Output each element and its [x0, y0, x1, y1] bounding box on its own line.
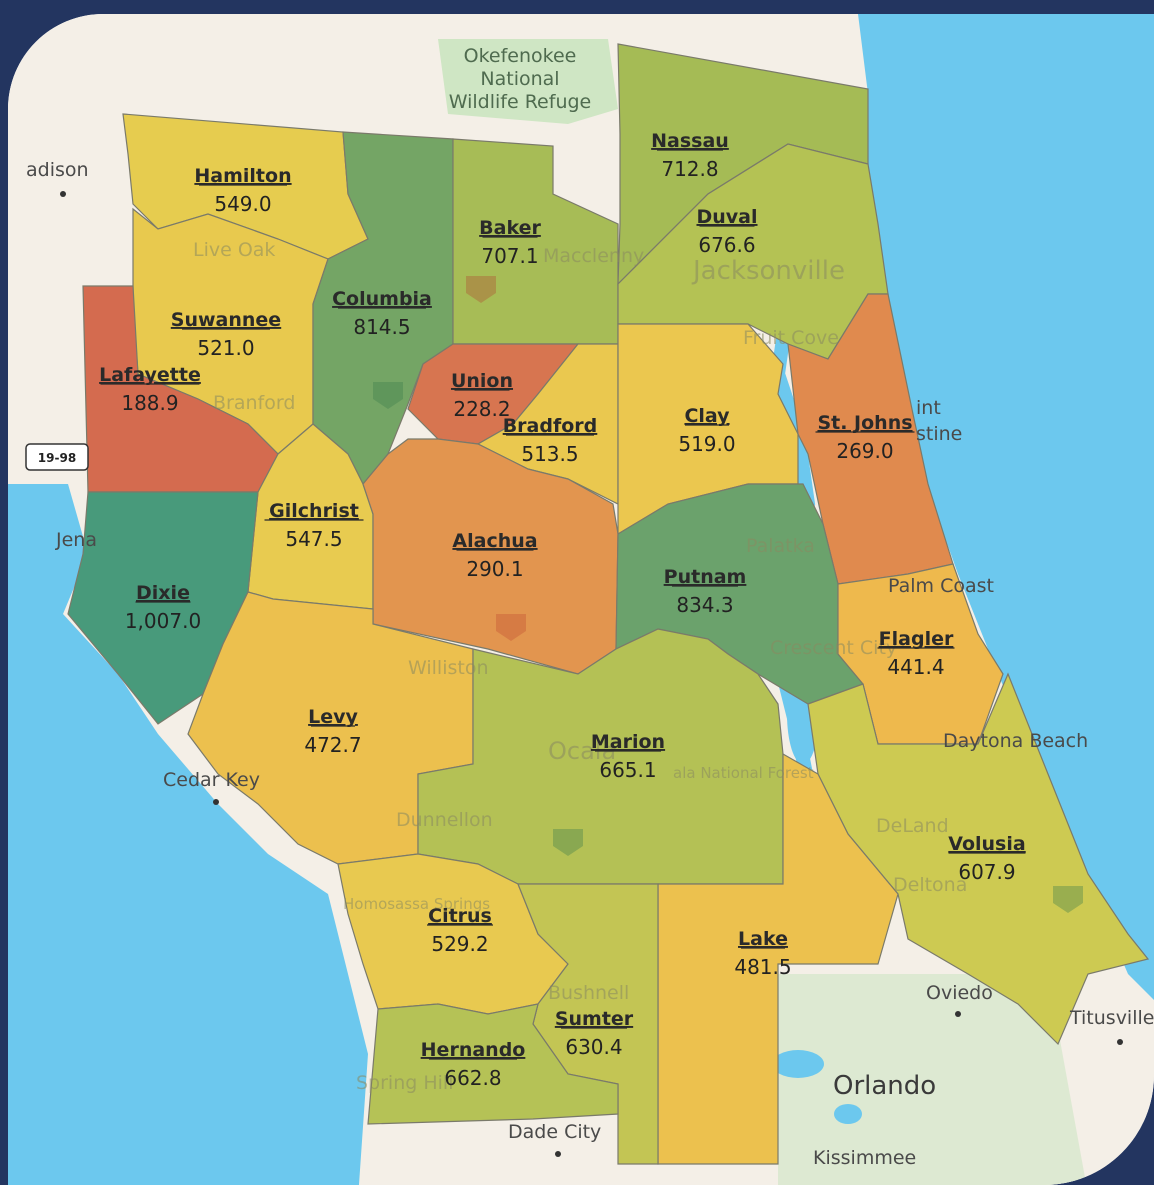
- county-name-lake[interactable]: Lake: [738, 928, 788, 950]
- gulf-west: [8, 484, 368, 1185]
- place-daytona: Daytona Beach: [943, 730, 1088, 752]
- county-value-stjohns: 269.0: [836, 439, 893, 463]
- place-bushnell: Bushnell: [548, 982, 629, 1004]
- highway-shield-19-98: 19-98: [25, 443, 89, 471]
- place-macclenny: Macclenny: [543, 245, 644, 267]
- dot-madison: [60, 191, 66, 197]
- place-deland: DeLand: [876, 815, 949, 837]
- place-dunnellon: Dunnellon: [396, 809, 493, 831]
- county-value-hamilton: 549.0: [214, 192, 271, 216]
- county-value-columbia: 814.5: [353, 315, 410, 339]
- county-value-lake: 481.5: [734, 955, 791, 979]
- county-name-gilchrist[interactable]: Gilchrist: [269, 500, 359, 522]
- county-name-marion[interactable]: Marion: [591, 731, 665, 753]
- county-name-citrus[interactable]: Citrus: [428, 905, 492, 927]
- county-value-duval: 676.6: [698, 233, 755, 257]
- background-labels: Okefenokee National Wildlife Refuge adis…: [25, 45, 1154, 1169]
- refuge-label-3: Wildlife Refuge: [449, 91, 591, 113]
- county-name-volusia[interactable]: Volusia: [948, 833, 1025, 855]
- county-name-clay[interactable]: Clay: [684, 405, 730, 427]
- county-shape-lake[interactable]: [657, 752, 899, 1165]
- place-williston: Williston: [408, 657, 489, 679]
- county-name-duval[interactable]: Duval: [696, 206, 757, 228]
- dot-oviedo: [955, 1011, 961, 1017]
- place-crescent-city: Crescent City: [770, 637, 897, 659]
- interstate-shield-icon: [373, 276, 1083, 913]
- county-value-bradford: 513.5: [521, 442, 578, 466]
- refuge-label-2: National: [480, 68, 559, 90]
- place-live-oak: Live Oak: [193, 239, 275, 261]
- place-palatka: Palatka: [746, 535, 815, 557]
- county-value-suwannee: 521.0: [197, 336, 254, 360]
- place-augustine: stine: [916, 423, 962, 445]
- place-orlando: Orlando: [833, 1071, 936, 1101]
- county-name-hernando[interactable]: Hernando: [421, 1039, 526, 1061]
- county-name-union[interactable]: Union: [451, 370, 513, 392]
- county-name-alachua[interactable]: Alachua: [452, 530, 537, 552]
- county-name-dixie[interactable]: Dixie: [136, 582, 190, 604]
- county-value-marion: 665.1: [599, 758, 656, 782]
- county-value-levy: 472.7: [304, 733, 361, 757]
- place-palm-coast: Palm Coast: [888, 575, 994, 597]
- county-value-lafayette: 188.9: [121, 391, 178, 415]
- county-value-putnam: 834.3: [676, 593, 733, 617]
- place-deltona: Deltona: [893, 874, 967, 896]
- county-value-sumter: 630.4: [565, 1035, 622, 1059]
- county-shape-alachua[interactable]: [362, 438, 619, 675]
- dot-cedar-key: [213, 799, 219, 805]
- place-ocala-forest: ala National Forest: [673, 764, 814, 782]
- place-titusville: Titusville: [1069, 1007, 1154, 1029]
- county-name-hamilton[interactable]: Hamilton: [194, 165, 291, 187]
- county-value-volusia: 607.9: [958, 860, 1015, 884]
- county-name-putnam[interactable]: Putnam: [664, 566, 747, 588]
- place-homosassa: Homosassa Springs: [343, 895, 490, 913]
- county-name-sumter[interactable]: Sumter: [555, 1008, 634, 1030]
- place-dade-city: Dade City: [508, 1121, 601, 1143]
- place-augustine-int: int: [916, 397, 941, 419]
- county-value-union: 228.2: [453, 397, 510, 421]
- county-value-hernando: 662.8: [444, 1066, 501, 1090]
- place-madison: adison: [26, 159, 89, 181]
- county-name-bradford[interactable]: Bradford: [503, 415, 598, 437]
- county-shape-dixie[interactable]: [67, 491, 259, 725]
- svg-text:19-98: 19-98: [38, 451, 76, 465]
- place-spring-hill: Spring Hill: [356, 1072, 453, 1094]
- county-value-alachua: 290.1: [466, 557, 523, 581]
- dot-dade-city: [555, 1151, 561, 1157]
- county-shape-flagler[interactable]: [837, 563, 1004, 745]
- refuge-label-1: Okefenokee: [464, 45, 577, 67]
- ocean-east: [858, 14, 1154, 1000]
- orlando-lake-1: [772, 1050, 824, 1078]
- county-value-flagler: 441.4: [887, 655, 944, 679]
- county-value-baker: 707.1: [481, 244, 538, 268]
- county-name-baker[interactable]: Baker: [479, 217, 541, 239]
- county-value-nassau: 712.8: [661, 157, 718, 181]
- place-jacksonville: Jacksonville: [691, 256, 845, 286]
- county-name-levy[interactable]: Levy: [308, 706, 358, 728]
- county-name-flagler[interactable]: Flagler: [879, 628, 954, 650]
- county-value-dixie: 1,007.0: [125, 609, 201, 633]
- orlando-lake-2: [834, 1104, 862, 1124]
- refuge-green: [438, 39, 618, 124]
- county-name-lafayette[interactable]: Lafayette: [99, 364, 201, 386]
- county-name-nassau[interactable]: Nassau: [651, 130, 729, 152]
- place-fruit-cove: Fruit Cove: [743, 327, 839, 349]
- county-name-columbia[interactable]: Columbia: [332, 288, 432, 310]
- county-value-citrus: 529.2: [431, 932, 488, 956]
- place-cedar-key: Cedar Key: [163, 769, 260, 791]
- place-branford: Branford: [213, 392, 295, 414]
- county-value-clay: 519.0: [678, 432, 735, 456]
- county-value-gilchrist: 547.5: [285, 527, 342, 551]
- place-kissimmee: Kissimmee: [813, 1147, 916, 1169]
- county-name-suwannee[interactable]: Suwannee: [171, 309, 281, 331]
- orlando-green: [778, 974, 1087, 1185]
- place-jena: Jena: [55, 529, 97, 551]
- county-shape-hernando[interactable]: [367, 1003, 619, 1125]
- dot-titusville: [1117, 1039, 1123, 1045]
- map-card: Okefenokee National Wildlife Refuge adis…: [8, 14, 1154, 1185]
- county-name-stjohns[interactable]: St. Johns: [817, 412, 912, 434]
- place-oviedo: Oviedo: [926, 982, 993, 1004]
- county-map[interactable]: Okefenokee National Wildlife Refuge adis…: [8, 14, 1154, 1185]
